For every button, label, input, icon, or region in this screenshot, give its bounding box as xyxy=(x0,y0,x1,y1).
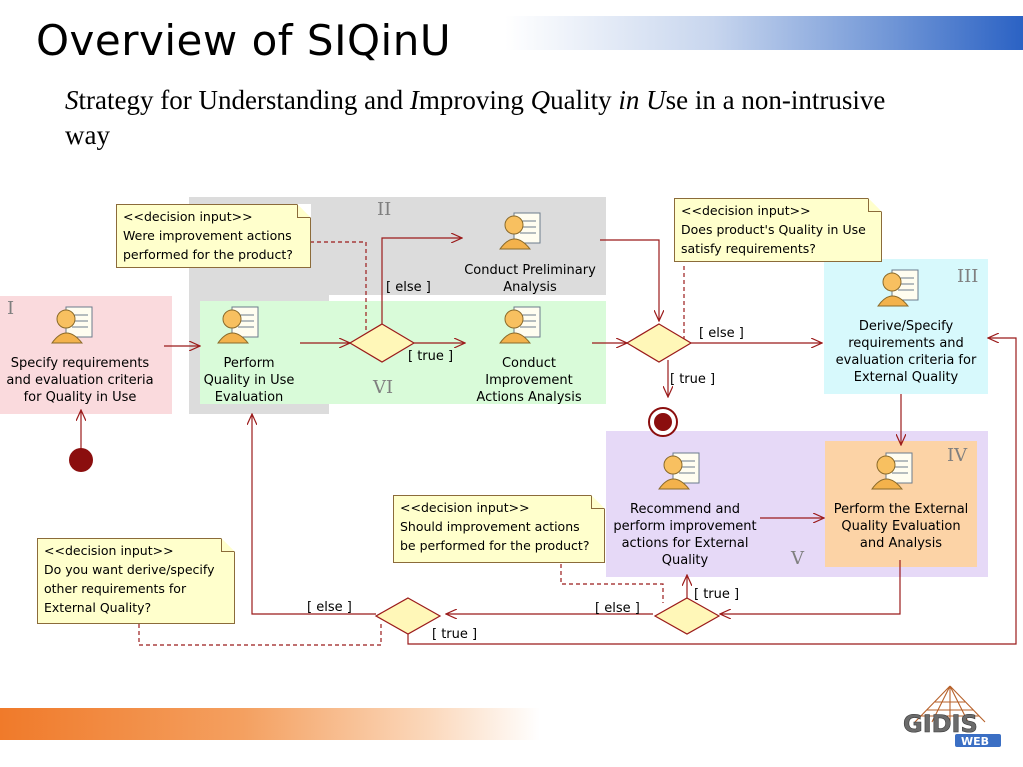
flow-decision3-else xyxy=(252,414,376,615)
activity-icon-specify xyxy=(51,306,93,344)
decision-note-3: <<decision input>> Should improvement ac… xyxy=(393,495,605,563)
subtitle-part: uality xyxy=(550,85,619,115)
flow-decision3-true xyxy=(407,338,1017,645)
note-line: External Quality? xyxy=(44,600,152,615)
guard-true-4: [ true ] xyxy=(694,587,740,602)
decision-diamond-2 xyxy=(625,323,693,363)
guard-true-3: [ true ] xyxy=(432,627,478,642)
activity-preliminary: Conduct Preliminary Analysis xyxy=(464,263,596,295)
decision-diamond-1 xyxy=(348,323,416,363)
subtitle-part: se in a non-intrusive way xyxy=(65,85,886,150)
activity-icons xyxy=(51,212,919,490)
guard-else-1: [ else ] xyxy=(386,280,431,295)
flow-preliminary-to-decision2 xyxy=(600,239,659,321)
note-line: Should improvement actions xyxy=(400,519,580,534)
decision-diamond-4 xyxy=(653,597,721,635)
guard-true-1: [ true ] xyxy=(408,349,454,364)
activity-icon-perform-qiu xyxy=(217,306,259,344)
activity-icon-perform-eq xyxy=(871,452,913,490)
subtitle-part: Q xyxy=(530,85,551,115)
region-label-III: III xyxy=(957,266,979,287)
activity-derive: Derive/Specify requirements and evaluati… xyxy=(835,319,977,385)
decision-note-4: <<decision input>> Do you want derive/sp… xyxy=(37,538,235,624)
logo-text-web: WEB xyxy=(961,735,989,748)
subtitle-part: S xyxy=(65,85,79,115)
activity-improvement: Conduct Improvement Actions Analysis xyxy=(476,356,582,405)
flow-decision1-else xyxy=(381,238,462,324)
activity-icon-recommend xyxy=(658,452,700,490)
final-node-inner xyxy=(654,413,672,431)
dashed-note4 xyxy=(138,621,382,646)
activity-recommend: Recommend and perform improvement action… xyxy=(613,502,757,568)
activity-icon-improvement xyxy=(499,306,541,344)
note-line: be performed for the product? xyxy=(400,538,590,553)
activity-icon-preliminary xyxy=(499,212,541,250)
title-gradient-bar xyxy=(505,16,1023,50)
dashed-note1 xyxy=(310,241,367,330)
note-line: other requirements for xyxy=(44,581,187,596)
guard-else-3: [ else ] xyxy=(307,600,352,615)
activity-perform-qiu: Perform Quality in Use Evaluation xyxy=(203,356,295,405)
activity-perform-eq: Perform the External Quality Evaluation … xyxy=(833,502,969,551)
guard-else-4: [ else ] xyxy=(595,601,640,616)
note-line: Does product's Quality in Use xyxy=(681,222,866,237)
flow-performeq-to-decision4 xyxy=(720,560,901,614)
note-stereotype: <<decision input>> xyxy=(44,543,174,558)
region-label-II: II xyxy=(377,199,392,220)
subtitle-part: mproving xyxy=(418,85,531,115)
region-label-V: V xyxy=(791,548,804,569)
decision-diamond-3 xyxy=(374,597,442,635)
note-line: performed for the product? xyxy=(123,247,293,262)
note-stereotype: <<decision input>> xyxy=(400,500,530,515)
guard-true-2: [ true ] xyxy=(670,372,716,387)
activity-icon-derive xyxy=(877,269,919,307)
note-line: Do you want derive/specify xyxy=(44,562,215,577)
decision-note-2: <<decision input>> Does product's Qualit… xyxy=(674,198,882,262)
subtitle-part: I xyxy=(409,85,419,115)
initial-node xyxy=(69,448,93,472)
decision-note-1: <<decision input>> Were improvement acti… xyxy=(116,204,311,268)
region-label-VI: VI xyxy=(373,377,394,398)
subtitle-part: in U xyxy=(618,85,666,115)
logo-text-gidis: GIDIS xyxy=(903,710,978,738)
note-line: satisfy requirements? xyxy=(681,241,816,256)
subtitle-part: trategy for Understanding and xyxy=(78,85,410,115)
slide-subtitle: Strategy for Understanding and Improving… xyxy=(65,83,925,153)
note-line: Were improvement actions xyxy=(123,228,292,243)
footer-gradient-bar xyxy=(0,708,540,740)
region-label-I: I xyxy=(7,298,15,319)
note-stereotype: <<decision input>> xyxy=(123,209,253,224)
note-stereotype: <<decision input>> xyxy=(681,203,811,218)
slide-title: Overview of SIQinU xyxy=(36,16,452,65)
dashed-note3 xyxy=(560,564,664,603)
gidis-web-logo: GIDIS WEB xyxy=(903,685,1001,748)
activity-specify: Specify requirements and evaluation crit… xyxy=(6,356,154,405)
region-label-IV: IV xyxy=(947,445,968,466)
guard-else-2: [ else ] xyxy=(699,326,744,341)
